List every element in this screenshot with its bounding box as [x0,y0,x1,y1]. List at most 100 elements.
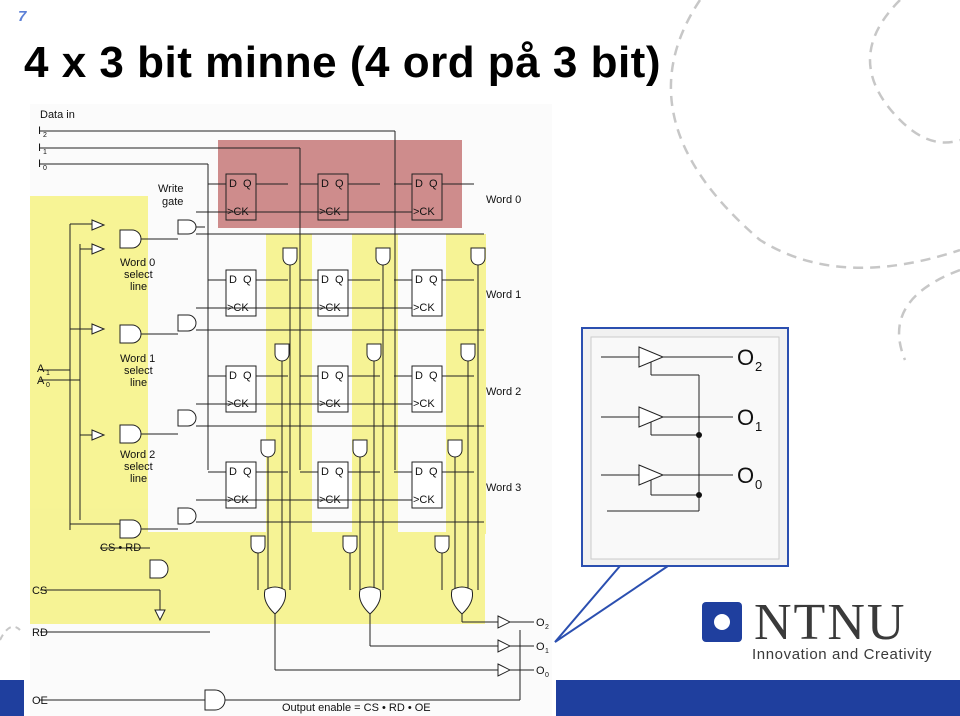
i1-label: I [38,142,41,154]
select1-line2: select [124,365,153,377]
data-in-bus [40,130,396,470]
column-readout-gates [250,247,486,590]
select0-line3: line [130,281,147,293]
yellow-highlight [30,196,486,624]
callout-buffer-o2 [601,346,733,376]
write-gate-label-2: gate [162,196,183,208]
readout-and-gate [282,247,298,266]
flipflop-q-label: Q [335,178,344,190]
decoder-gates [70,219,178,539]
flipflop-ck-label: >CK [413,302,435,314]
data-in-labels: Data in I 2 I 1 I 0 [38,109,75,172]
footer-bar [556,680,960,716]
flipflop-d-label: D [415,466,423,478]
word-3-label: Word 3 [486,482,521,494]
flipflop-q-label: Q [429,274,438,286]
flipflop-d-label: D [229,178,237,190]
output-or-gates [264,586,498,671]
word-0-label: Word 0 [486,194,521,206]
footer-bar-left [0,680,24,716]
flipflop-d-label: D [415,274,423,286]
oe-label: OE [32,695,48,707]
flipflop-q-label: Q [335,274,344,286]
flipflop-d-label: D [321,370,329,382]
cs-rd-label: CS • RD [100,542,141,554]
slide-number: 7 [18,8,27,25]
flipflop-ck-label: >CK [413,494,435,506]
i1-sub: 1 [43,149,47,156]
callout-o2-sub: 2 [755,359,762,374]
callout-pointer [554,565,672,643]
callout-o1-label: O [737,405,754,430]
readout-and-gate [375,247,391,266]
select1-line3: line [130,377,147,389]
callout-o0-label: O [737,463,754,488]
decoder-gate-3 [70,519,178,539]
callout-o0-sub: 0 [755,477,762,492]
o0-sub: 0 [545,672,549,679]
select2-line1: Word 2 [120,449,155,461]
flipflop-d-label: D [229,274,237,286]
flipflop-ck-label: >CK [413,206,435,218]
i2-sub: 2 [43,132,47,139]
decoder-gate-2 [80,424,178,444]
i0-sub: 0 [43,165,47,172]
select0-line2: select [124,269,153,281]
select1-line1: Word 1 [120,353,155,365]
i0-label: I [38,158,41,170]
readout-and-gate [250,535,266,554]
ntnu-logo-icon [702,602,742,642]
flipflop-q-label: Q [429,178,438,190]
control-inputs: CS RD OE CS • RD Output enable = CS • RD… [32,542,521,714]
callout-buffer-o1 [601,406,733,436]
output-buffers: O 2 O 1 O 0 [497,615,549,679]
o1-sub: 1 [545,648,549,655]
i2-label: I [38,125,41,137]
slide-title: 4 x 3 bit minne (4 ord på 3 bit) [24,38,661,87]
callout-o1-sub: 1 [755,419,762,434]
flipflop-d-label: D [321,178,329,190]
cs-label: CS [32,585,47,597]
rd-label: RD [32,627,48,639]
readout-and-gate [342,535,358,554]
callout-buffer-o0 [601,464,733,496]
ntnu-logo-text: NTNU [754,594,907,651]
readout-and-gate [274,343,290,362]
word-labels: Word 0 Word 1 Word 2 Word 3 [486,194,521,494]
flipflop-d-label: D [321,466,329,478]
flipflop-q-label: Q [243,466,252,478]
readout-and-gate [434,535,450,554]
readout-and-gate [470,247,486,266]
junction-dot [696,492,702,498]
flipflop-q-label: Q [429,370,438,382]
readout-and-gate [366,343,382,362]
select-line-labels: Word 0 select line Word 1 select line Wo… [120,257,155,485]
flipflop-q-label: Q [243,274,252,286]
write-gate: Write gate [158,183,205,235]
select2-line2: select [124,461,153,473]
select2-line3: line [130,473,147,485]
flipflop-d-label: D [229,466,237,478]
o2-label: O [536,617,545,629]
select0-line1: Word 0 [120,257,155,269]
ntnu-tagline: Innovation and Creativity [752,646,933,663]
readout-and-gate [352,439,368,458]
flipflop-q-label: Q [429,466,438,478]
o1-label: O [536,641,545,653]
flipflop-q-label: Q [243,178,252,190]
word-1-label: Word 1 [486,289,521,301]
word-2-label: Word 2 [486,386,521,398]
a0-label: A [37,375,45,387]
address-lines: A 1 A 0 [37,224,81,530]
write-gate-label-1: Write [158,183,183,195]
callout-diagram: O 2 O 1 O 0 [590,336,780,560]
flipflop-q-label: Q [335,370,344,382]
row-clock-gates [177,314,197,525]
readout-and-gate [447,439,463,458]
